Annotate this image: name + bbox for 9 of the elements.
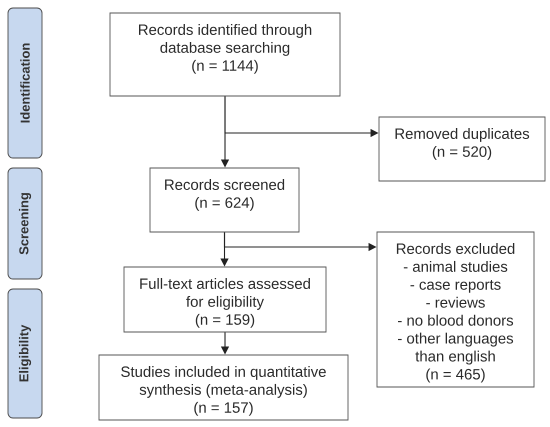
process-box: Records identified through database searching (n = 1144) — [110, 12, 340, 96]
phase-band: Identification — [8, 8, 42, 158]
process-box: Studies included in quantitative synthesis (meta-analysis) (n = 157) — [98, 354, 348, 420]
phase-band: Eligibility — [8, 288, 42, 418]
process-box: Records screened (n = 624) — [150, 168, 300, 232]
process-box: Full-text articles assessed for eligibility (n = 159) — [124, 266, 326, 332]
process-box: Removed duplicates (n = 520) — [378, 116, 546, 182]
process-box: Records excluded - animal studies - case reports - reviews - no blood donors - other languages than english (n = 465) — [376, 232, 534, 388]
phase-band: Screening — [8, 168, 42, 280]
